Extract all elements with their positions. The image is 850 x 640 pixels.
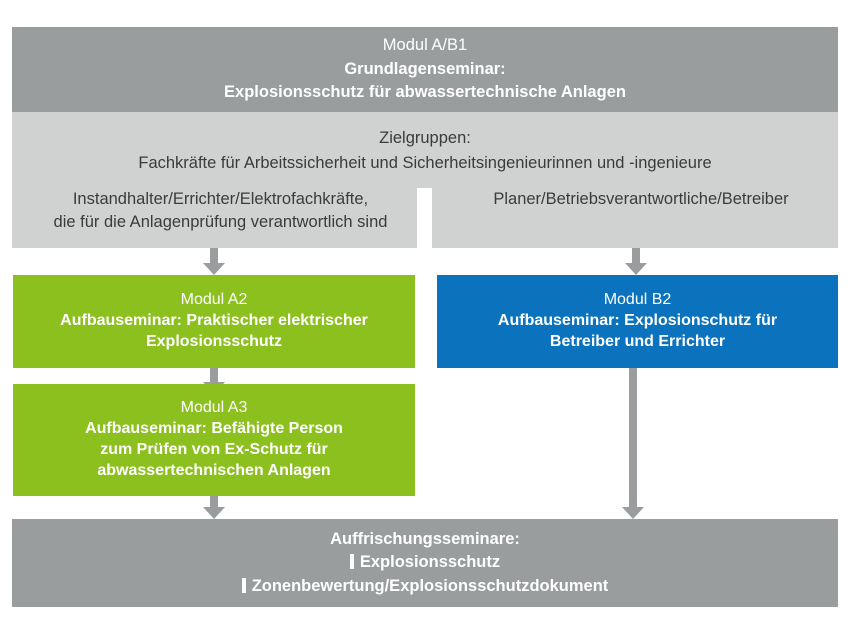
target-group-right-line1: Planer/Betriebsverantwortliche/Betreiber <box>493 190 789 208</box>
target-groups-header: Zielgruppen: Fachkräfte für Arbeitssiche… <box>12 126 838 177</box>
module-a2-label: Modul A2 <box>180 291 248 309</box>
target-groups-divider <box>417 188 432 248</box>
target-group-left-line2: die für die Anlagenprüfung verantwortlic… <box>53 213 388 232</box>
module-box-a2: Modul A2 Aufbauseminar: Praktischer elek… <box>13 275 415 368</box>
bullet-bar-icon <box>241 577 246 593</box>
arrow-stem <box>210 496 218 507</box>
module-b2-line2: Betreiber und Errichter <box>549 332 726 350</box>
arrow-targetgroups-to-b2 <box>625 248 647 275</box>
target-group-column-right: Planer/Betriebsverantwortliche/Betreiber <box>444 188 838 211</box>
target-group-left-line1: Instandhalter/Errichter/Elektrofachkräft… <box>72 190 369 208</box>
module-b2-label: Modul B2 <box>603 291 672 309</box>
module-a3-line2: zum Prüfen von Ex-Schutz für <box>100 441 328 458</box>
module-box-a3: Modul A3 Aufbauseminar: Befähigte Person… <box>13 384 415 496</box>
module-box-ab1: Modul A/B1 Grundlagenseminar: Explosions… <box>12 27 838 112</box>
module-a2-line2: Explosionsschutz <box>145 332 283 350</box>
refresher-item-1: Explosionsschutz <box>349 552 501 573</box>
arrow-head <box>203 507 225 519</box>
arrow-head <box>622 507 644 519</box>
arrow-targetgroups-to-a2 <box>203 248 225 275</box>
module-box-b2: Modul B2 Aufbauseminar: Explosionschutz … <box>437 275 838 368</box>
arrow-head <box>203 263 225 275</box>
module-ab1-type: Grundlagenseminar: <box>344 59 506 78</box>
arrow-b2-to-refresher <box>622 368 644 519</box>
refresher-item-2: Zonenbewertung/Explosionsschutzdokument <box>241 576 609 597</box>
module-a2-line1: Aufbauseminar: Praktischer elektrischer <box>60 312 368 330</box>
arrow-stem <box>629 368 637 507</box>
module-b2-line1: Aufbauseminar: Explosionschutz für <box>497 312 778 330</box>
arrow-head <box>625 263 647 275</box>
module-ab1-label: Modul A/B1 <box>382 36 468 55</box>
target-groups-heading: Zielgruppen: <box>379 129 471 147</box>
module-a3-line3: abwassertechnischen Anlagen <box>97 461 331 479</box>
target-groups-shared-line: Fachkräfte für Arbeitssicherheit und Sic… <box>138 153 712 172</box>
arrow-stem <box>210 248 218 263</box>
refresher-heading: Auffrischungsseminare: <box>330 529 520 548</box>
module-a3-line1: Aufbauseminar: Befähigte Person <box>85 420 343 438</box>
module-ab1-title: Explosionsschutz für abwassertechnische … <box>224 83 626 102</box>
refresher-seminars-box: Auffrischungsseminare: Explosionsschutz … <box>12 519 838 607</box>
bullet-bar-icon <box>349 554 354 570</box>
target-groups-box: Zielgruppen: Fachkräfte für Arbeitssiche… <box>12 112 838 248</box>
arrow-a3-to-refresher <box>203 496 225 519</box>
arrow-stem <box>632 248 640 263</box>
refresher-item-1-label: Explosionsschutz <box>359 553 501 572</box>
target-group-column-left: Instandhalter/Errichter/Elektrofachkräft… <box>12 188 429 235</box>
module-a3-label: Modul A3 <box>180 399 248 417</box>
refresher-item-2-label: Zonenbewertung/Explosionsschutzdokument <box>251 576 609 595</box>
arrow-stem <box>210 368 218 382</box>
